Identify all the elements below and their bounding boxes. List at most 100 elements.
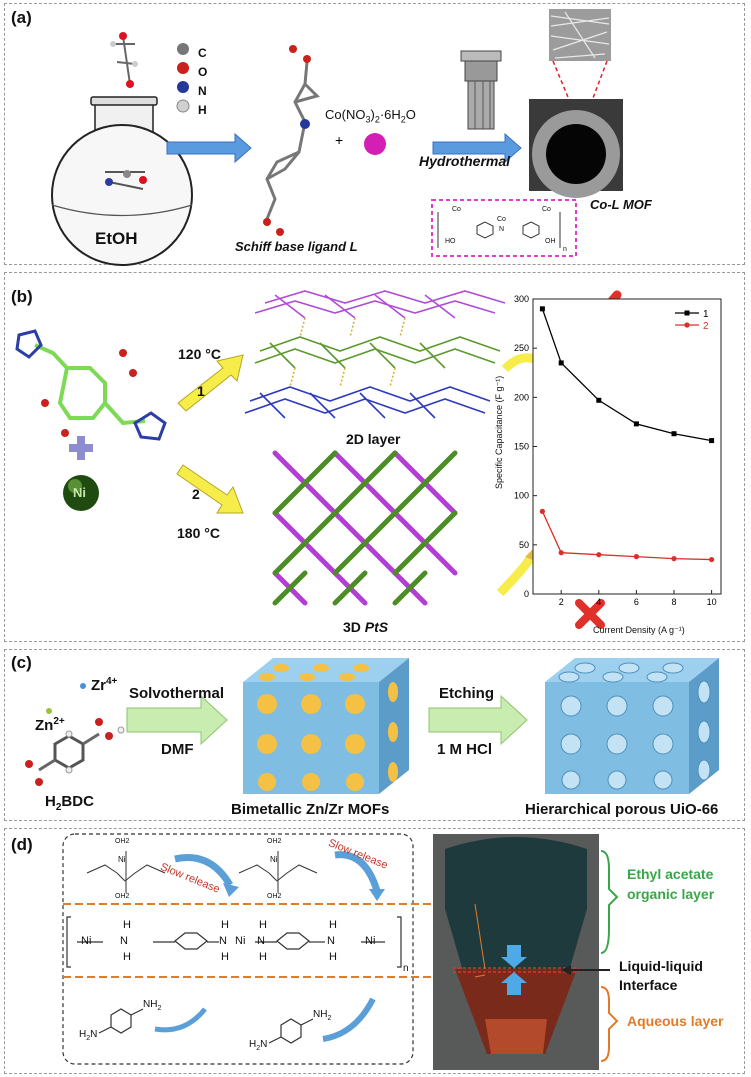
triazole-ligand-icon <box>15 329 167 441</box>
series-1-point <box>633 421 639 427</box>
chain-ni-1: Ni <box>81 935 92 947</box>
y-tick-label: 250 <box>514 343 529 353</box>
panel-b-label: (b) <box>11 287 33 306</box>
panel-d-label: (d) <box>11 835 33 854</box>
ni-acac-complex-icon-2 <box>238 851 318 893</box>
reaction-arrow-1 <box>166 132 252 164</box>
formula-oh: OH <box>545 238 556 245</box>
series-2-point <box>671 556 677 562</box>
2d-layer-label: 2D layer <box>346 431 401 447</box>
complex-1-oh2-top: OH2 <box>115 838 130 845</box>
x-tick-label: 4 <box>596 597 601 607</box>
y-tick-label: 200 <box>514 392 529 402</box>
curved-arrow-bottom <box>496 552 537 597</box>
amine-2-h2n: H2N <box>249 1039 268 1052</box>
amine-1-nh2: NH2 <box>143 999 162 1012</box>
panel-a: (a) <box>4 3 745 266</box>
sem-microsphere-image <box>529 99 623 198</box>
dmf-label: DMF <box>161 741 194 758</box>
atom-legend <box>176 43 190 113</box>
sem-inset-image <box>549 9 611 61</box>
chain-n-1: N <box>120 935 128 947</box>
3d-pts-structure <box>272 450 458 606</box>
complex-2-oh2-bottom: OH2 <box>267 893 282 900</box>
series-1-point <box>539 306 545 312</box>
complex-1-ni: Ni <box>118 855 126 864</box>
co-l-mof-label: Co-L MOF <box>590 197 652 212</box>
amine-2-nh2: NH2 <box>313 1009 332 1022</box>
flask-label: EtOH <box>95 229 138 248</box>
panel-a-graphic: + <box>51 9 623 266</box>
chain-h-6: H <box>259 951 267 963</box>
chain-n-subscript: n <box>403 963 409 974</box>
y-tick-label: 100 <box>514 491 529 501</box>
etching-arrow <box>428 694 528 746</box>
route-2-label: 2 <box>192 486 200 502</box>
chain-h-3: H <box>221 919 229 931</box>
x-tick-label: 2 <box>559 597 564 607</box>
atom-legend-o: O <box>198 65 208 79</box>
y-tick-label: 150 <box>514 442 529 452</box>
series-2-point <box>539 508 546 514</box>
structural-formula-box <box>431 199 577 257</box>
chain-n-2: N <box>219 935 227 947</box>
bimetallic-mof-label: Bimetallic Zn/Zr MOFs <box>231 801 390 818</box>
zn-ion-icon <box>46 708 52 714</box>
schematic-box <box>62 833 414 1065</box>
y-tick-label: 0 <box>524 589 529 599</box>
panel-c-label: (c) <box>11 653 32 672</box>
autoclave-icon <box>460 50 502 130</box>
legend-label-2: 2 <box>703 321 709 332</box>
series-1-point <box>709 438 715 444</box>
panel-d-graphic <box>62 833 619 1070</box>
polymer-chain <box>66 916 402 968</box>
route-2-arrow <box>176 464 244 514</box>
cross-icon <box>575 599 605 629</box>
aqueous-bracket <box>600 986 619 1062</box>
etching-label: Etching <box>439 685 494 702</box>
slow-release-arrow-1 <box>174 854 234 887</box>
chain-h-5: H <box>259 919 267 931</box>
series-1-point <box>596 397 602 403</box>
slow-release-arrow-2 <box>334 851 381 893</box>
chain-ni-3: Ni <box>365 935 376 947</box>
amine-arrow-1 <box>154 1007 207 1033</box>
chain-n-4: N <box>327 935 335 947</box>
schiff-base-ligand-icon <box>263 45 320 236</box>
atom-legend-h: H <box>198 103 207 117</box>
solvothermal-label: Solvothermal <box>129 685 225 702</box>
ni-acac-complex-icon-1 <box>86 851 166 893</box>
panel-b: (b) <box>4 272 745 642</box>
legend-label-1: 1 <box>703 309 709 320</box>
chain-h-7: H <box>329 919 337 931</box>
chart-ylabel: Specific Capacitance (F g⁻¹) <box>494 375 504 489</box>
h2bdc-label: H2BDC <box>45 793 94 813</box>
chain-h-2: H <box>123 951 131 963</box>
formula-ho: HO <box>445 238 456 245</box>
round-flask-icon <box>51 96 193 266</box>
bimetallic-mof-cube <box>243 658 409 794</box>
cobalt-salt-label: Co(NO3)2·6H2O <box>325 107 416 125</box>
plus-icon <box>69 436 93 460</box>
amine-1-h2n: H2N <box>79 1029 98 1042</box>
series-2-point <box>596 552 602 558</box>
formula-co-3: Co <box>542 206 551 213</box>
interface-label: Liquid-liquid Interface <box>619 958 703 993</box>
zr-ion-icon <box>80 683 86 689</box>
aqueous-layer-label: Aqueous layer <box>627 1013 724 1029</box>
hcl-label: 1 M HCl <box>437 741 493 758</box>
ligand-label: Schiff base ligand L <box>235 239 358 254</box>
ni-label: Ni <box>73 485 86 500</box>
legend-marker-2 <box>684 322 690 328</box>
y-tick-label: 300 <box>514 294 529 304</box>
3d-pts-label: 3D PtS <box>343 619 389 635</box>
formula-co-1: Co <box>452 206 461 213</box>
separatory-funnel-photo <box>433 834 599 1070</box>
zn-ion-label: Zn2+ <box>35 716 65 734</box>
panel-d: (d) <box>4 828 745 1074</box>
series-1-line <box>541 308 712 442</box>
atom-legend-c: C <box>198 46 207 60</box>
organic-layer-label: Ethyl acetate organic layer <box>627 866 715 902</box>
